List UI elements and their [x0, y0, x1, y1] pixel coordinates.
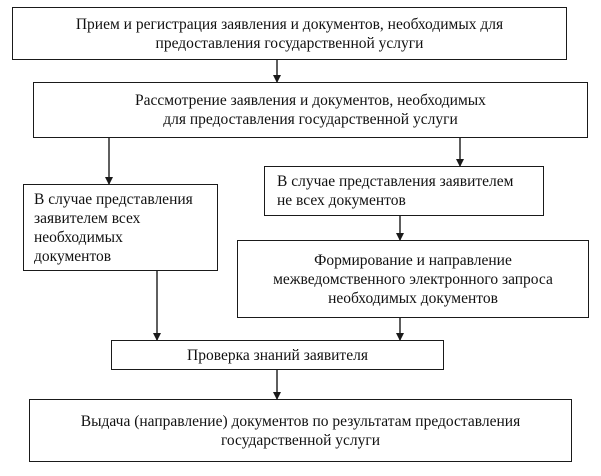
- node-knowledge-check-label: Проверка знаний заявителя: [187, 346, 368, 364]
- node-review-label: Рассмотрение заявления и документов, нео…: [135, 92, 486, 128]
- node-not-all-docs-label: В случае представления заявителем не все…: [277, 173, 514, 209]
- node-issuance-label: Выдача (направление) документов по резул…: [80, 412, 521, 449]
- node-not-all-docs: В случае представления заявителем не все…: [264, 166, 544, 216]
- node-interagency-request: Формирование и направление межведомствен…: [237, 240, 589, 318]
- node-reception-label: Прием и регистрация заявления и документ…: [75, 15, 504, 52]
- node-knowledge-check: Проверка знаний заявителя: [111, 340, 444, 370]
- node-reception: Прием и регистрация заявления и документ…: [12, 7, 567, 60]
- node-all-docs: В случае представления заявителем всех н…: [23, 184, 218, 271]
- node-interagency-request-label: Формирование и направление межведомствен…: [273, 251, 553, 307]
- node-issuance: Выдача (направление) документов по резул…: [29, 399, 572, 462]
- node-all-docs-label: В случае представления заявителем всех н…: [34, 190, 193, 265]
- node-review: Рассмотрение заявления и документов, нео…: [33, 82, 588, 138]
